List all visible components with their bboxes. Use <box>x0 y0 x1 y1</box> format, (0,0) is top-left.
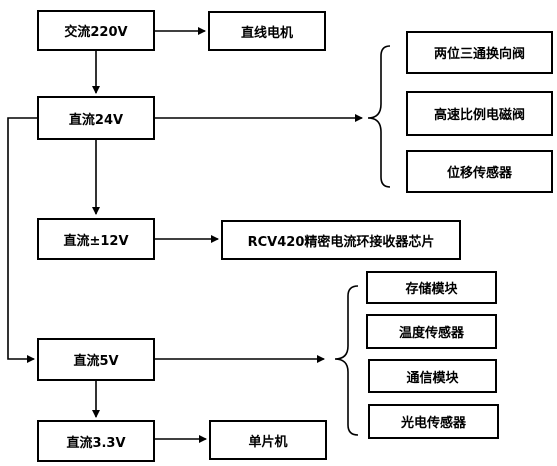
node-two-position-valve-label: 两位三通换向阀 <box>433 47 525 62</box>
node-dc12-label: 直流±12V <box>63 233 129 249</box>
node-communication-module-label: 通信模块 <box>406 370 459 386</box>
node-temperature-sensor: 温度传感器 <box>366 314 497 349</box>
node-high-speed-valve-label: 高速比例电磁阀 <box>433 108 525 123</box>
node-two-position-valve: 两位三通换向阀 <box>406 31 553 74</box>
node-dc24: 直流24V <box>37 96 155 140</box>
node-displacement-sensor-label: 位移传感器 <box>446 166 512 181</box>
node-dc33-label: 直流3.3V <box>66 435 126 451</box>
brace-valve-group <box>367 45 391 188</box>
brace-module-group <box>334 285 359 436</box>
node-photoelectric-sensor-label: 光电传感器 <box>400 416 466 431</box>
node-dc5: 直流5V <box>37 338 155 381</box>
node-photoelectric-sensor: 光电传感器 <box>368 404 499 439</box>
node-communication-module: 通信模块 <box>368 359 497 393</box>
node-mcu-label: 单片机 <box>248 434 288 450</box>
node-ac220: 交流220V <box>37 10 155 51</box>
node-storage-module: 存储模块 <box>366 271 497 304</box>
node-dc33: 直流3.3V <box>37 420 155 462</box>
node-ac220-label: 交流220V <box>64 25 128 40</box>
node-storage-module-label: 存储模块 <box>405 282 458 297</box>
node-mcu: 单片机 <box>209 420 327 460</box>
node-dc12: 直流±12V <box>37 218 155 260</box>
arrow-dc24-to-dc5 <box>7 117 37 363</box>
node-high-speed-valve: 高速比例电磁阀 <box>406 91 553 136</box>
node-rcv420-label: RCV420精密电流环接收器芯片 <box>247 234 435 250</box>
node-dc5-label: 直流5V <box>73 354 119 369</box>
node-rcv420: RCV420精密电流环接收器芯片 <box>221 220 461 260</box>
node-motor: 直线电机 <box>208 11 326 51</box>
node-displacement-sensor: 位移传感器 <box>406 150 553 193</box>
node-dc24-label: 直流24V <box>68 112 124 128</box>
node-temperature-sensor-label: 温度传感器 <box>398 326 464 341</box>
node-motor-label: 直线电机 <box>240 25 293 41</box>
